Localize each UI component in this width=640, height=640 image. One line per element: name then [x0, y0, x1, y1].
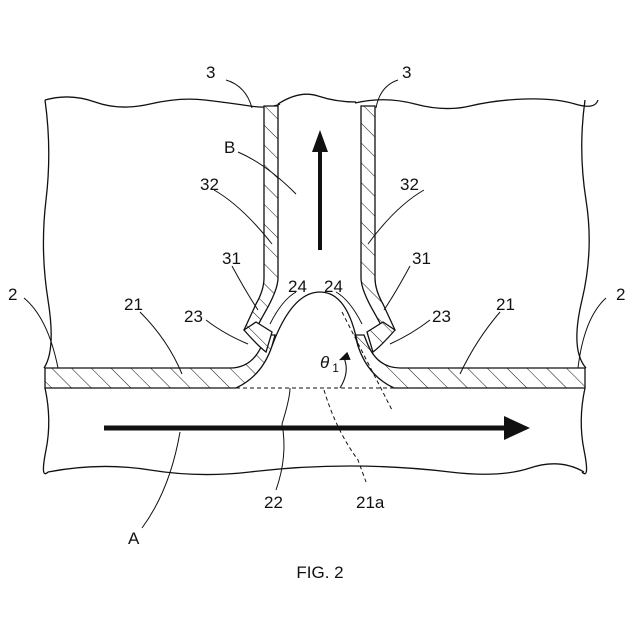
flow-arrow-a	[104, 416, 530, 440]
angle-arc	[340, 358, 346, 388]
label-32-left: 32	[200, 175, 219, 194]
label-22: 22	[264, 493, 283, 512]
label-24-left: 24	[288, 277, 307, 296]
figure-caption: FIG. 2	[0, 563, 640, 583]
label-23-right: 23	[432, 307, 451, 326]
label-2-left: 2	[8, 285, 17, 304]
label-23-left: 23	[184, 307, 203, 326]
label-24-right: 24	[324, 277, 343, 296]
label-31-left: 31	[222, 249, 241, 268]
theta-subscript: 1	[332, 361, 339, 375]
label-21-right: 21	[496, 295, 515, 314]
label-32-right: 32	[400, 175, 419, 194]
label-3-right: 3	[402, 63, 411, 82]
main-tube-wall	[45, 335, 585, 388]
reference-labels: 3 3 B 32 32 31 31 24 24 2 2 21 21 23 23 …	[8, 63, 625, 548]
label-a: A	[128, 529, 140, 548]
label-21a: 21a	[356, 493, 385, 512]
label-21-left: 21	[124, 295, 143, 314]
flow-arrow-b	[312, 130, 328, 250]
theta-symbol: θ	[320, 353, 330, 372]
label-31-right: 31	[412, 249, 431, 268]
label-theta: θ1	[320, 353, 339, 375]
label-2-right: 2	[616, 285, 625, 304]
weld-fillets	[244, 322, 395, 352]
label-3-left: 3	[206, 63, 215, 82]
label-b: B	[224, 138, 235, 157]
